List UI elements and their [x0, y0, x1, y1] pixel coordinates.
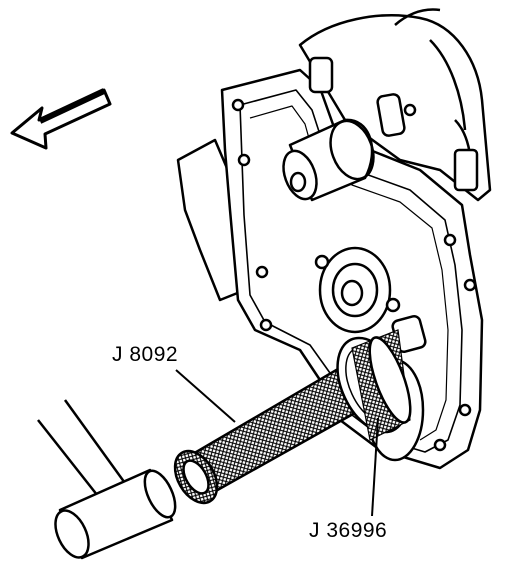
hammer: [37, 399, 177, 560]
tool-label-j-8092: J 8092: [112, 343, 179, 366]
engine-block: [176, 8, 492, 470]
direction-arrow-icon: [10, 88, 112, 150]
leader-lines: [175, 369, 379, 517]
tool-label-j-36996: J 36996: [309, 519, 388, 542]
seal-installer: [336, 329, 412, 441]
